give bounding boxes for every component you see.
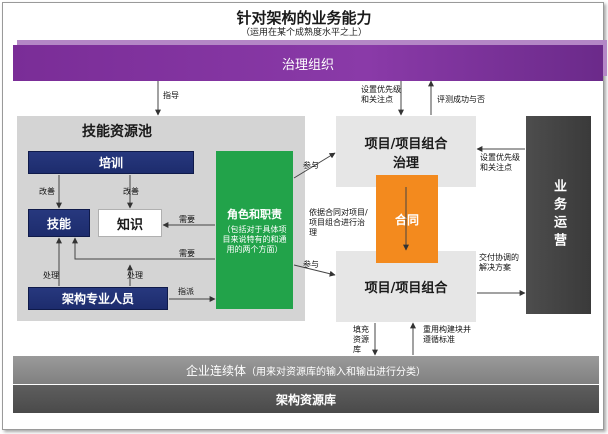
label-guide: 指导	[163, 91, 179, 100]
label-need-2: 需要	[179, 249, 195, 258]
training-box: 培训	[28, 151, 194, 174]
label-improve-left: 改善	[39, 187, 55, 196]
label-improve-right: 改善	[123, 187, 139, 196]
business-operations-label: 业务运营	[551, 179, 566, 251]
roles-and-responsibilities: 角色和职责 （包括对于具体项目来说特有的和通用的两个方面）	[216, 151, 293, 309]
business-operations: 业务运营	[526, 116, 591, 314]
label-participate-1: 参与	[303, 161, 319, 170]
roles-title: 角色和职责	[227, 207, 282, 221]
label-need-1: 需要	[179, 215, 195, 224]
label-assign: 指派	[178, 287, 194, 296]
label-reuse: 重用构建块并遵循标准	[423, 325, 471, 344]
architecture-repository: 架构资源库	[13, 385, 599, 413]
label-deliver: 交付协调的解决方案	[479, 253, 519, 272]
diagram-title: 针对架构的业务能力	[236, 9, 372, 27]
skills-pool-title: 技能资源池	[82, 124, 152, 140]
label-priorities-top: 设置优先级和关注点	[361, 85, 401, 104]
label-contract-gov: 依据合同对项目/项目组合进行治理	[309, 208, 368, 237]
roles-subtitle: （包括对于具体项目来说特有的和通用的两个方面）	[222, 224, 287, 254]
knowledge-box: 知识	[98, 209, 162, 237]
label-process-right: 处理	[127, 271, 143, 280]
governance-organization: 治理组织	[13, 45, 603, 81]
arrow-participate-2	[293, 264, 336, 277]
skills-box: 技能	[28, 209, 90, 237]
continuum-title: 企业连续体	[185, 363, 246, 378]
label-process-left: 处理	[43, 271, 59, 280]
label-fill: 填充资源库	[353, 325, 369, 354]
label-priorities-right: 设置优先级和关注点	[480, 153, 520, 172]
arrow-participate-1	[293, 152, 336, 179]
diagram-subtitle: （运用在某个成熟度水平之上）	[240, 28, 367, 38]
architects-box: 架构专业人员	[28, 287, 168, 310]
project-portfolio-box: 项目/项目组合	[336, 251, 476, 322]
label-evaluate: 评测成功与否	[437, 95, 485, 104]
arrow-need-2	[72, 237, 215, 260]
label-participate-2: 参与	[303, 260, 319, 269]
continuum-subtitle: （用来对资源库的输入和输出进行分类）	[246, 366, 426, 378]
enterprise-continuum: 企业连续体 （用来对资源库的输入和输出进行分类）	[13, 356, 599, 384]
connector-lines	[56, 80, 526, 356]
